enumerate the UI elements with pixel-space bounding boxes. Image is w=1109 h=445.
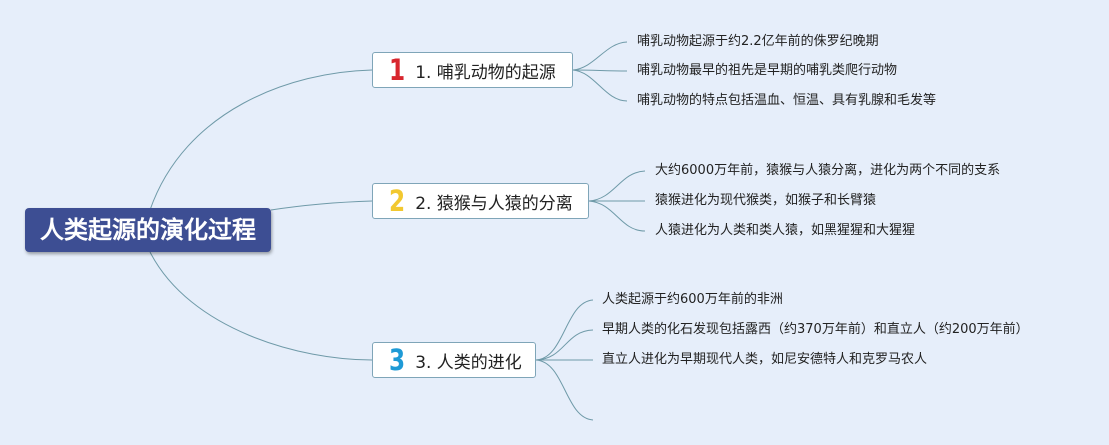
link-root-branch-2 [270, 200, 373, 211]
number-3-icon: 3 [389, 342, 406, 377]
link-branch-3-leaf-2 [535, 329, 594, 361]
number-2-icon: 2 [389, 183, 406, 218]
branch-topic-1[interactable]: 1 1. 哺乳动物的起源 [372, 52, 573, 88]
leaf-topic[interactable]: 猿猴进化为现代猴类，如猴子和长臂猿 [655, 193, 877, 208]
leaf-topic[interactable]: 哺乳动物最早的祖先是早期的哺乳类爬行动物 [637, 63, 898, 78]
branch-label: 2. 猿猴与人猿的分离 [415, 193, 573, 214]
leaf-topic[interactable]: 哺乳动物起源于约2.2亿年前的侏罗纪晚期 [637, 34, 879, 49]
leaf-topic[interactable]: 直立人进化为早期现代人类，如尼安德特人和克罗马农人 [602, 352, 928, 367]
branch-label: 1. 哺乳动物的起源 [415, 62, 556, 83]
leaf-topic[interactable]: 人类起源于约600万年前的非洲 [602, 292, 783, 307]
link-branch-1-leaf-2 [572, 69, 628, 72]
link-branch-2-leaf-3 [588, 200, 646, 232]
number-1-icon: 1 [389, 52, 406, 87]
link-root-branch-1 [149, 69, 373, 211]
branch-topic-3[interactable]: 3 3. 人类的进化 [372, 342, 536, 378]
branch-label: 3. 人类的进化 [415, 352, 522, 373]
empty-leaf-topic[interactable] [602, 411, 622, 429]
link-branch-1-leaf-3 [572, 69, 628, 102]
leaf-topic[interactable]: 哺乳动物的特点包括温血、恒温、具有乳腺和毛发等 [637, 93, 937, 108]
leaf-topic[interactable]: 人猿进化为人类和类人猿，如黑猩猩和大猩猩 [655, 223, 916, 238]
link-branch-3-leaf-1 [535, 299, 594, 361]
link-root-branch-3 [149, 251, 373, 361]
leaf-topic[interactable]: 早期人类的化石发现包括露西（约370万年前）和直立人（约200万年前） [602, 322, 1029, 337]
root-topic[interactable]: 人类起源的演化过程 [25, 208, 271, 252]
link-branch-1-leaf-1 [572, 41, 628, 71]
link-branch-3-leaf-4 [535, 359, 594, 421]
link-branch-2-leaf-1 [588, 170, 646, 202]
leaf-topic[interactable]: 大约6000万年前，猿猴与人猿分离，进化为两个不同的支系 [655, 163, 1001, 178]
branch-topic-2[interactable]: 2 2. 猿猴与人猿的分离 [372, 183, 589, 219]
